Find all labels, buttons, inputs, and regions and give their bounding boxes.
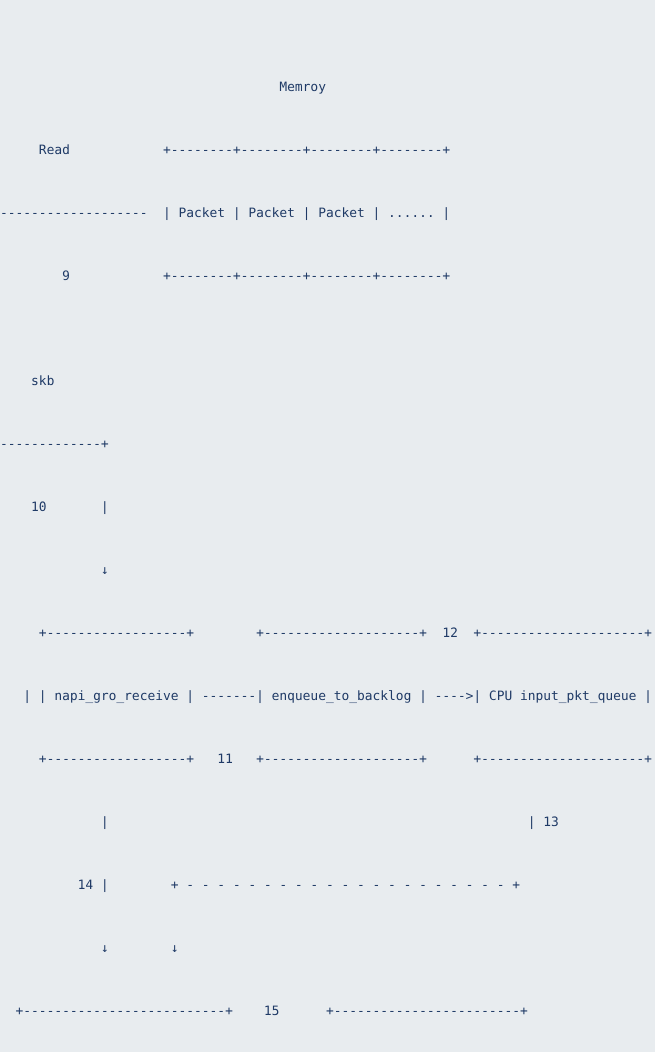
boxrow3-labels: | | napi_gro_receive | -------| enqueue_… — [0, 689, 652, 704]
boxrow3-bottom-borders: +------------------+ 11 +---------------… — [0, 752, 652, 767]
row-boxrow5-tops: +--------------------------+ 15 +-------… — [0, 1001, 655, 1022]
ascii-flow-diagram: Memroy Read +--------+--------+--------+… — [0, 77, 655, 1019]
row-two-arrows-down: ↓ ↓ — [0, 938, 655, 959]
step14-and-dotted-return: 14 | + - - - - - - - - - - - - - - - - -… — [0, 878, 520, 893]
row-boxrow3-tops: +------------------+ +------------------… — [0, 623, 655, 644]
row-arrow-down-10: ↓ — [0, 560, 655, 581]
row-step9-and-ring-bottom: 9 +--------+--------+--------+--------+ — [0, 266, 655, 287]
pipe-and-step13: | | 13 — [0, 815, 559, 830]
step10-and-pipe: 10 | — [0, 500, 109, 515]
boxrow5-top-borders: +--------------------------+ 15 +-------… — [0, 1004, 528, 1019]
boxrow3-top-borders: +------------------+ +------------------… — [0, 626, 652, 641]
read-label-and-ring-top: Read +--------+--------+--------+-------… — [0, 143, 451, 158]
read-rule-and-packet-cells: ------------------- | Packet | Packet | … — [0, 206, 451, 221]
step9-and-ring-bottom: 9 +--------+--------+--------+--------+ — [0, 269, 451, 284]
arrow-down-icon-10: ↓ — [0, 563, 109, 578]
row-read-and-ring-top: Read +--------+--------+--------+-------… — [0, 140, 655, 161]
memory-title-text: Memroy — [0, 80, 326, 95]
row-step10: 10 | — [0, 497, 655, 518]
row-boxrow3-bottoms: +------------------+ 11 +---------------… — [0, 749, 655, 770]
arrow-down-icon-pair: ↓ ↓ — [0, 941, 179, 956]
skb-rule-line: -------------+ — [0, 437, 109, 452]
skb-label-text: skb — [0, 374, 55, 389]
row-memory-title: Memroy — [0, 77, 655, 98]
row-skb-label: skb — [0, 371, 655, 392]
row-boxrow3-bodies: | | napi_gro_receive | -------| enqueue_… — [0, 686, 655, 707]
row-step14-and-dotted: 14 | + - - - - - - - - - - - - - - - - -… — [0, 875, 655, 896]
row-skb-rule: -------------+ — [0, 434, 655, 455]
row-read-arrow-and-ring-body: ------------------- | Packet | Packet | … — [0, 203, 655, 224]
row-pipe-and-step13: | | 13 — [0, 812, 655, 833]
